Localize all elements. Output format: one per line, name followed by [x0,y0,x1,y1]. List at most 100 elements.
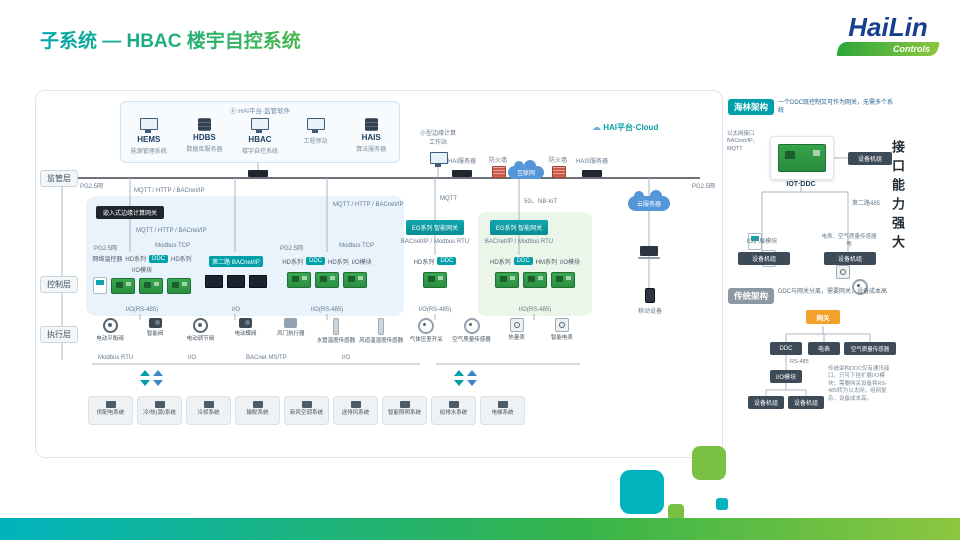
group-icons [200,271,272,288]
subsystem-box: 输配系统 [235,396,280,425]
module-name: 数据库服务器 [186,146,223,153]
device-icon [148,318,162,328]
group-net-label: PG2.5网 [280,246,304,252]
controller-icon [139,278,163,294]
device-icon [509,318,524,332]
device-label: 空气质量传感器 [452,337,491,343]
protocol-label-cellular: 5G、NB-IoT [524,199,558,205]
double-arrow-icon [153,370,163,386]
decor-square-green [692,446,726,480]
firewall2-icon [552,166,566,178]
eth-note: 以太网接口 BACnet/IP、MQTT [727,131,771,153]
decor-square-green-small [668,504,684,520]
iot-ddc-label: IOT·DDC [786,181,816,188]
cloud-server-label: 云服务器 [636,202,661,208]
layer-tag-control: 控制层 [40,276,78,293]
subsystem-label: 冷却系统 [197,410,220,416]
chip: HD系列 [282,259,303,266]
subsystem-label: 给排水系统 [439,410,468,416]
firewall1-label: 防火墙 [488,158,507,164]
edge-workstation-icon [430,152,448,167]
fieldbus-label-2: I/O [188,355,197,361]
field-device: 电动调节阀 [178,318,222,344]
chip: HD系列 [171,257,192,263]
controller-icon [111,278,135,294]
subsystem-icon [448,401,459,408]
firewall1-icon [492,166,506,178]
eth-note-line2: BACnet/IP、MQTT [727,138,759,152]
device-icon [463,318,480,334]
controller-icon [227,275,245,288]
controller-icon [523,272,547,288]
subsystem-icon [497,401,508,408]
rs485-label: RS-485 [790,359,809,365]
ddc-group-2: 第二路 BACnet/IP I/O [200,252,272,314]
module-icon [250,118,269,133]
controller-icon [205,275,223,288]
chip: HD系列 [489,259,511,266]
cloud-platform-text: HAI平台·Cloud [603,123,659,132]
subsystem-row: 供配电系统 冷/热(源)系统 冷却系统 输配系统 新风空调系统 送排风系统 智能… [88,396,525,425]
module-name: 算法服务器 [356,146,387,153]
device-icon [332,318,339,335]
device-icon [192,318,208,333]
group-icons [278,271,376,288]
chip: 网络温控器 [92,257,123,263]
server-right-icon [582,170,602,177]
device-label: 智能电表 [550,335,573,341]
fieldbus-label-3: BACnet MS/TP [246,355,287,361]
platform-module: HDBS 数据库服务器 [177,118,231,155]
brand-logo-subtitle: Controls [893,44,930,54]
subsystem-label: 送排风系统 [341,410,370,416]
server-left-label: HAI服务器 [447,159,476,165]
group-chips: 第二路 BACnet/IP [200,252,272,268]
chip: DDC [305,257,325,265]
module-icon [306,118,325,133]
legacy-ddc-box: DDC [770,342,802,355]
subsystem-label: 供配电系统 [96,410,125,416]
layer-tag-execution: 执行层 [40,326,78,343]
group-modbus-label: Modbus TCP [339,243,374,249]
platform-module: HEMS 能源管理系统 [122,118,176,155]
device-label: 风道温湿度传感器 [359,338,404,344]
subsystem-label: 输配系统 [246,410,269,416]
group-io-label: I/O(RS-485) [310,307,344,313]
chip: HD系列 [327,259,349,266]
eg-gateway-1-bus: BACnet/IP / Modbus RTU [400,239,470,245]
equipment-unit-box: 设备机组 [788,396,824,409]
device-icon [554,318,569,332]
fieldbus-label-4: I/O [342,355,351,361]
platform-header-text: HAI平台·监管软件 [238,108,291,115]
field-device: 电动平衡阀 [88,318,132,344]
subsystem-box: 给排水系统 [431,396,476,425]
platform-module: HAIS 算法服务器 [344,118,398,155]
group-net-label: PG2.5网 [94,246,118,252]
field-device: 热量表 [495,318,539,344]
diagram-frame [35,90,723,458]
group-icons [486,271,584,288]
net-label-left: PG2.5网 [80,184,104,190]
subsystem-box: 冷却系统 [186,396,231,425]
legacy-aqs-box: 空气质量传感器 [844,342,896,355]
io-module-icon [748,233,762,250]
legacy-meter-box: 电表 [808,342,840,355]
subsystem-icon [301,401,312,408]
device-label: 风门执行器 [276,331,305,337]
legacy-arch-tag: 传统架构 [728,288,775,304]
subsystem-label: 新风空调系统 [289,410,323,416]
platform-logo-icon: ⓗ [229,108,237,115]
eg-gateway-1: EG系列 智能网关 [406,220,464,235]
switch-icon [248,170,268,177]
device-icon [239,318,253,328]
group-io-label: I/O(RS-485) [418,307,452,313]
subsystem-box: 新风空调系统 [284,396,329,425]
module-abbr: HAIS [361,133,381,142]
controller-icon [423,272,447,288]
platform-panel: ⓗ HAI平台·监管软件 HEMS 能源管理系统 HDBS 数据库服务器 HBA… [120,101,400,163]
device-icon [102,318,118,333]
module-icon [139,118,158,133]
